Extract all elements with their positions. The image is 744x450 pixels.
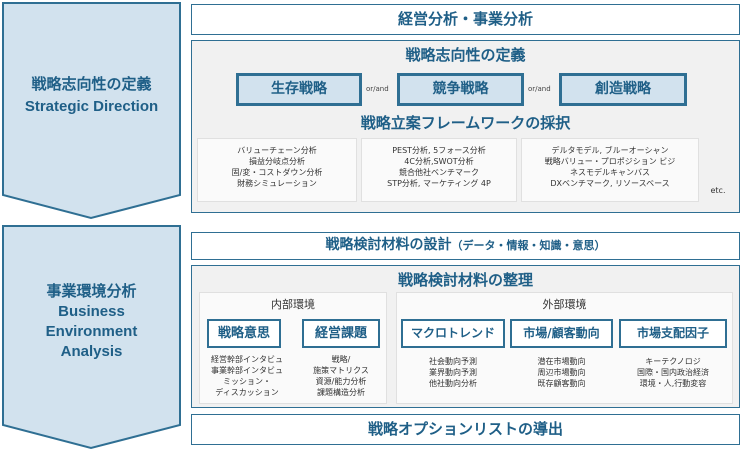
note-item: 事業幹部インタビュ [211, 366, 283, 375]
strategic-direction-label: 戦略志向性の定義 Strategic Direction [3, 74, 180, 118]
note-item: ディスカッション [215, 388, 279, 397]
framework-item: STP分析, マーケティング 4P [387, 179, 491, 188]
internal-notes-1: 経営幹部インタビュ 事業幹部インタビュ ミッション・ ディスカッション [200, 354, 294, 398]
connector-2: or/and [528, 85, 551, 93]
note-item: 社会動向予測 [429, 357, 477, 366]
strategic-direction-title: 戦略志向性の定義 [405, 46, 526, 64]
framework-item: 財務シミュレーション [237, 179, 317, 188]
business-environment-en-3: Analysis [60, 343, 123, 360]
framework-col-2 [361, 138, 517, 202]
organize-title: 戦略検討材料の整理 [397, 271, 533, 289]
strategic-intent-box: 戦略意思 [207, 319, 281, 348]
note-item: 資源/能力分析 [315, 377, 367, 386]
market-customer-trend-box: 市場/顧客動向 [510, 319, 613, 348]
survival-strategy-box: 生存戦略 [236, 73, 362, 106]
note-item: 周辺市場動向 [537, 368, 586, 377]
internal-environment-panel [199, 292, 387, 404]
strategy-option-list-bar: 戦略オプションリストの導出 [191, 414, 740, 445]
note-item: 環境・人,行動変容 [639, 379, 707, 388]
framework-etc: etc. [710, 186, 726, 195]
internal-notes-2: 戦略/ 施策マトリクス 資源/能力分析 課題構造分析 [296, 354, 386, 398]
market-dominant-factor-box: 市場支配因子 [619, 319, 727, 348]
note-item: 業界動向予測 [429, 368, 477, 377]
note-item: 戦略/ [331, 355, 351, 364]
macro-trend-box: マクロトレンド [401, 319, 505, 348]
note-item: ミッション・ [223, 377, 271, 386]
strategic-direction-chevron [2, 2, 181, 220]
note-item: キーテクノロジ [645, 357, 701, 366]
framework-col-2-text: PEST分析, 5フォース分析 4C分析,SWOT分析 競合他社ベンチマーク S… [361, 145, 517, 189]
management-issues-box: 経営課題 [302, 319, 380, 348]
note-item: 既存顧客動向 [537, 379, 586, 388]
framework-item: バリューチェーン分析 [237, 146, 317, 155]
note-item: 他社動向分析 [429, 379, 477, 388]
strategic-direction-jp: 戦略志向性の定義 [31, 76, 152, 93]
business-environment-jp: 事業環境分析 [46, 283, 137, 300]
connector-1: or/and [366, 85, 389, 93]
framework-col-1-text: バリューチェーン分析 損益分岐点分析 固/変・コストダウン分析 財務シミュレーシ… [197, 145, 357, 189]
business-environment-en-1: Business [58, 303, 125, 320]
creative-strategy-box: 創造戦略 [559, 73, 687, 106]
framework-col-1 [197, 138, 357, 202]
business-environment-chevron [2, 225, 181, 450]
design-title-bar: 戦略検討材料の設計（データ・情報・知識・意思） [191, 232, 740, 260]
external-notes-2: 潜在市場動向 周辺市場動向 既存顧客動向 [510, 356, 613, 389]
framework-item: 戦略バリュー・プロポジション ビジ [544, 157, 676, 166]
external-environment-panel [396, 292, 733, 404]
external-environment-label: 外部環境 [542, 298, 587, 311]
left-chevrons [2, 2, 181, 450]
note-item: 国際・国内政治経済 [637, 368, 709, 377]
note-item: 潜在市場動向 [537, 357, 586, 366]
external-notes-1: 社会動向予測 業界動向予測 他社動向分析 [401, 356, 505, 389]
framework-item: ネスモデルキャンバス [570, 168, 650, 177]
strategic-direction-en: Strategic Direction [24, 98, 159, 115]
framework-title: 戦略立案フレームワークの採択 [360, 114, 571, 132]
management-analysis-header: 経営分析・事業分析 [191, 4, 740, 35]
framework-col-3-text: デルタモデル, ブルーオーシャン 戦略バリュー・プロポジション ビジ ネスモデル… [521, 145, 699, 189]
framework-col-3 [521, 138, 699, 202]
competitive-strategy-box: 競争戦略 [397, 73, 524, 106]
framework-item: 固/変・コストダウン分析 [231, 168, 323, 177]
framework-item: 競合他社ベンチマーク [399, 168, 479, 177]
framework-item: DXベンチマーク, リソースベース [550, 179, 670, 188]
design-title: 戦略検討材料の設計 [325, 237, 452, 253]
internal-environment-label: 内部環境 [271, 298, 315, 311]
business-environment-en-2: Environment [45, 323, 138, 340]
framework-item: 損益分岐点分析 [249, 157, 305, 166]
note-item: 経営幹部インタビュ [211, 355, 283, 364]
external-notes-3: キーテクノロジ 国際・国内政治経済 環境・人,行動変容 [619, 356, 727, 389]
framework-item: PEST分析, 5フォース分析 [392, 146, 486, 155]
business-environment-label: 事業環境分析 Business Environment Analysis [3, 282, 180, 362]
framework-item: デルタモデル, ブルーオーシャン [551, 146, 669, 155]
note-item: 課題構造分析 [317, 388, 365, 397]
design-subtitle: （データ・情報・知識・意思） [451, 239, 606, 252]
note-item: 施策マトリクス [313, 366, 369, 375]
framework-item: 4C分析,SWOT分析 [404, 157, 474, 166]
